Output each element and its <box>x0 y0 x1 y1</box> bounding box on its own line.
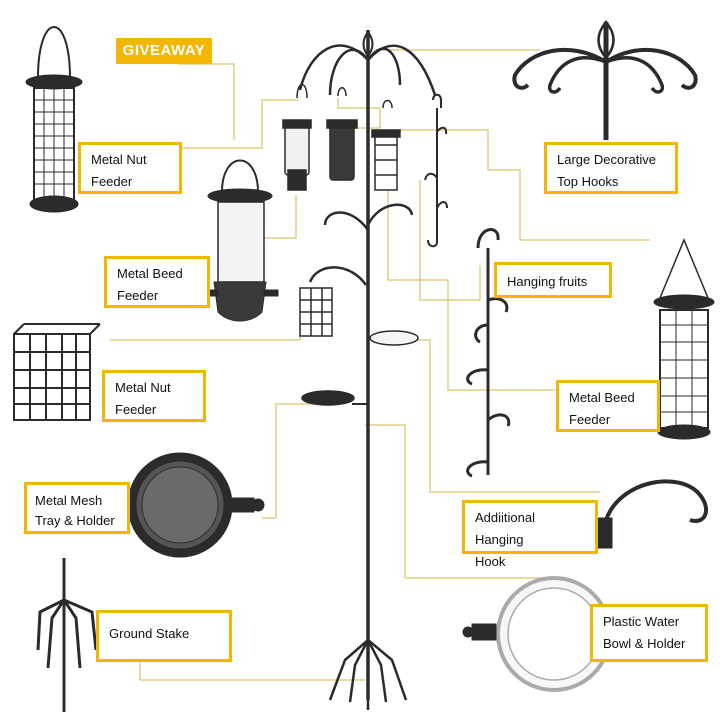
label-water-bowl: Plastic Water Bowl & Holder <box>590 604 708 662</box>
metal-mesh-tray-image <box>127 452 265 558</box>
metal-nut-feeder-top-image <box>25 26 83 213</box>
label-metal-nut-feeder-top: Metal Nut Feeder <box>78 142 182 194</box>
giveaway-badge: GIVEAWAY <box>116 38 212 64</box>
label-metal-beed-feeder-left: Metal Beed Feeder <box>104 256 210 308</box>
label-metal-mesh-tray: Metal Mesh Tray & Holder <box>24 482 130 534</box>
metal-nut-feeder-mid-image <box>13 323 101 421</box>
metal-beed-feeder-right-image <box>653 238 715 440</box>
label-metal-beed-feeder-right: Metal Beed Feeder <box>556 380 660 432</box>
hanging-fruits-hook-image <box>466 228 511 478</box>
water-bowl-image <box>462 576 612 692</box>
metal-beed-feeder-left-image <box>203 159 279 322</box>
label-ground-stake: Ground Stake <box>96 610 232 662</box>
large-top-hooks-image <box>512 20 698 140</box>
label-hanging-fruits: Hanging fruits <box>494 262 612 298</box>
label-additional-hook: Addiitional Hanging Hook <box>462 500 598 569</box>
label-metal-nut-feeder-mid: Metal Nut Feeder <box>102 370 206 422</box>
label-large-top-hooks: Large Decorative Top Hooks <box>544 142 678 194</box>
ground-stake-image <box>36 558 98 712</box>
pole-assembly <box>282 30 448 710</box>
additional-hook-image <box>597 479 709 549</box>
